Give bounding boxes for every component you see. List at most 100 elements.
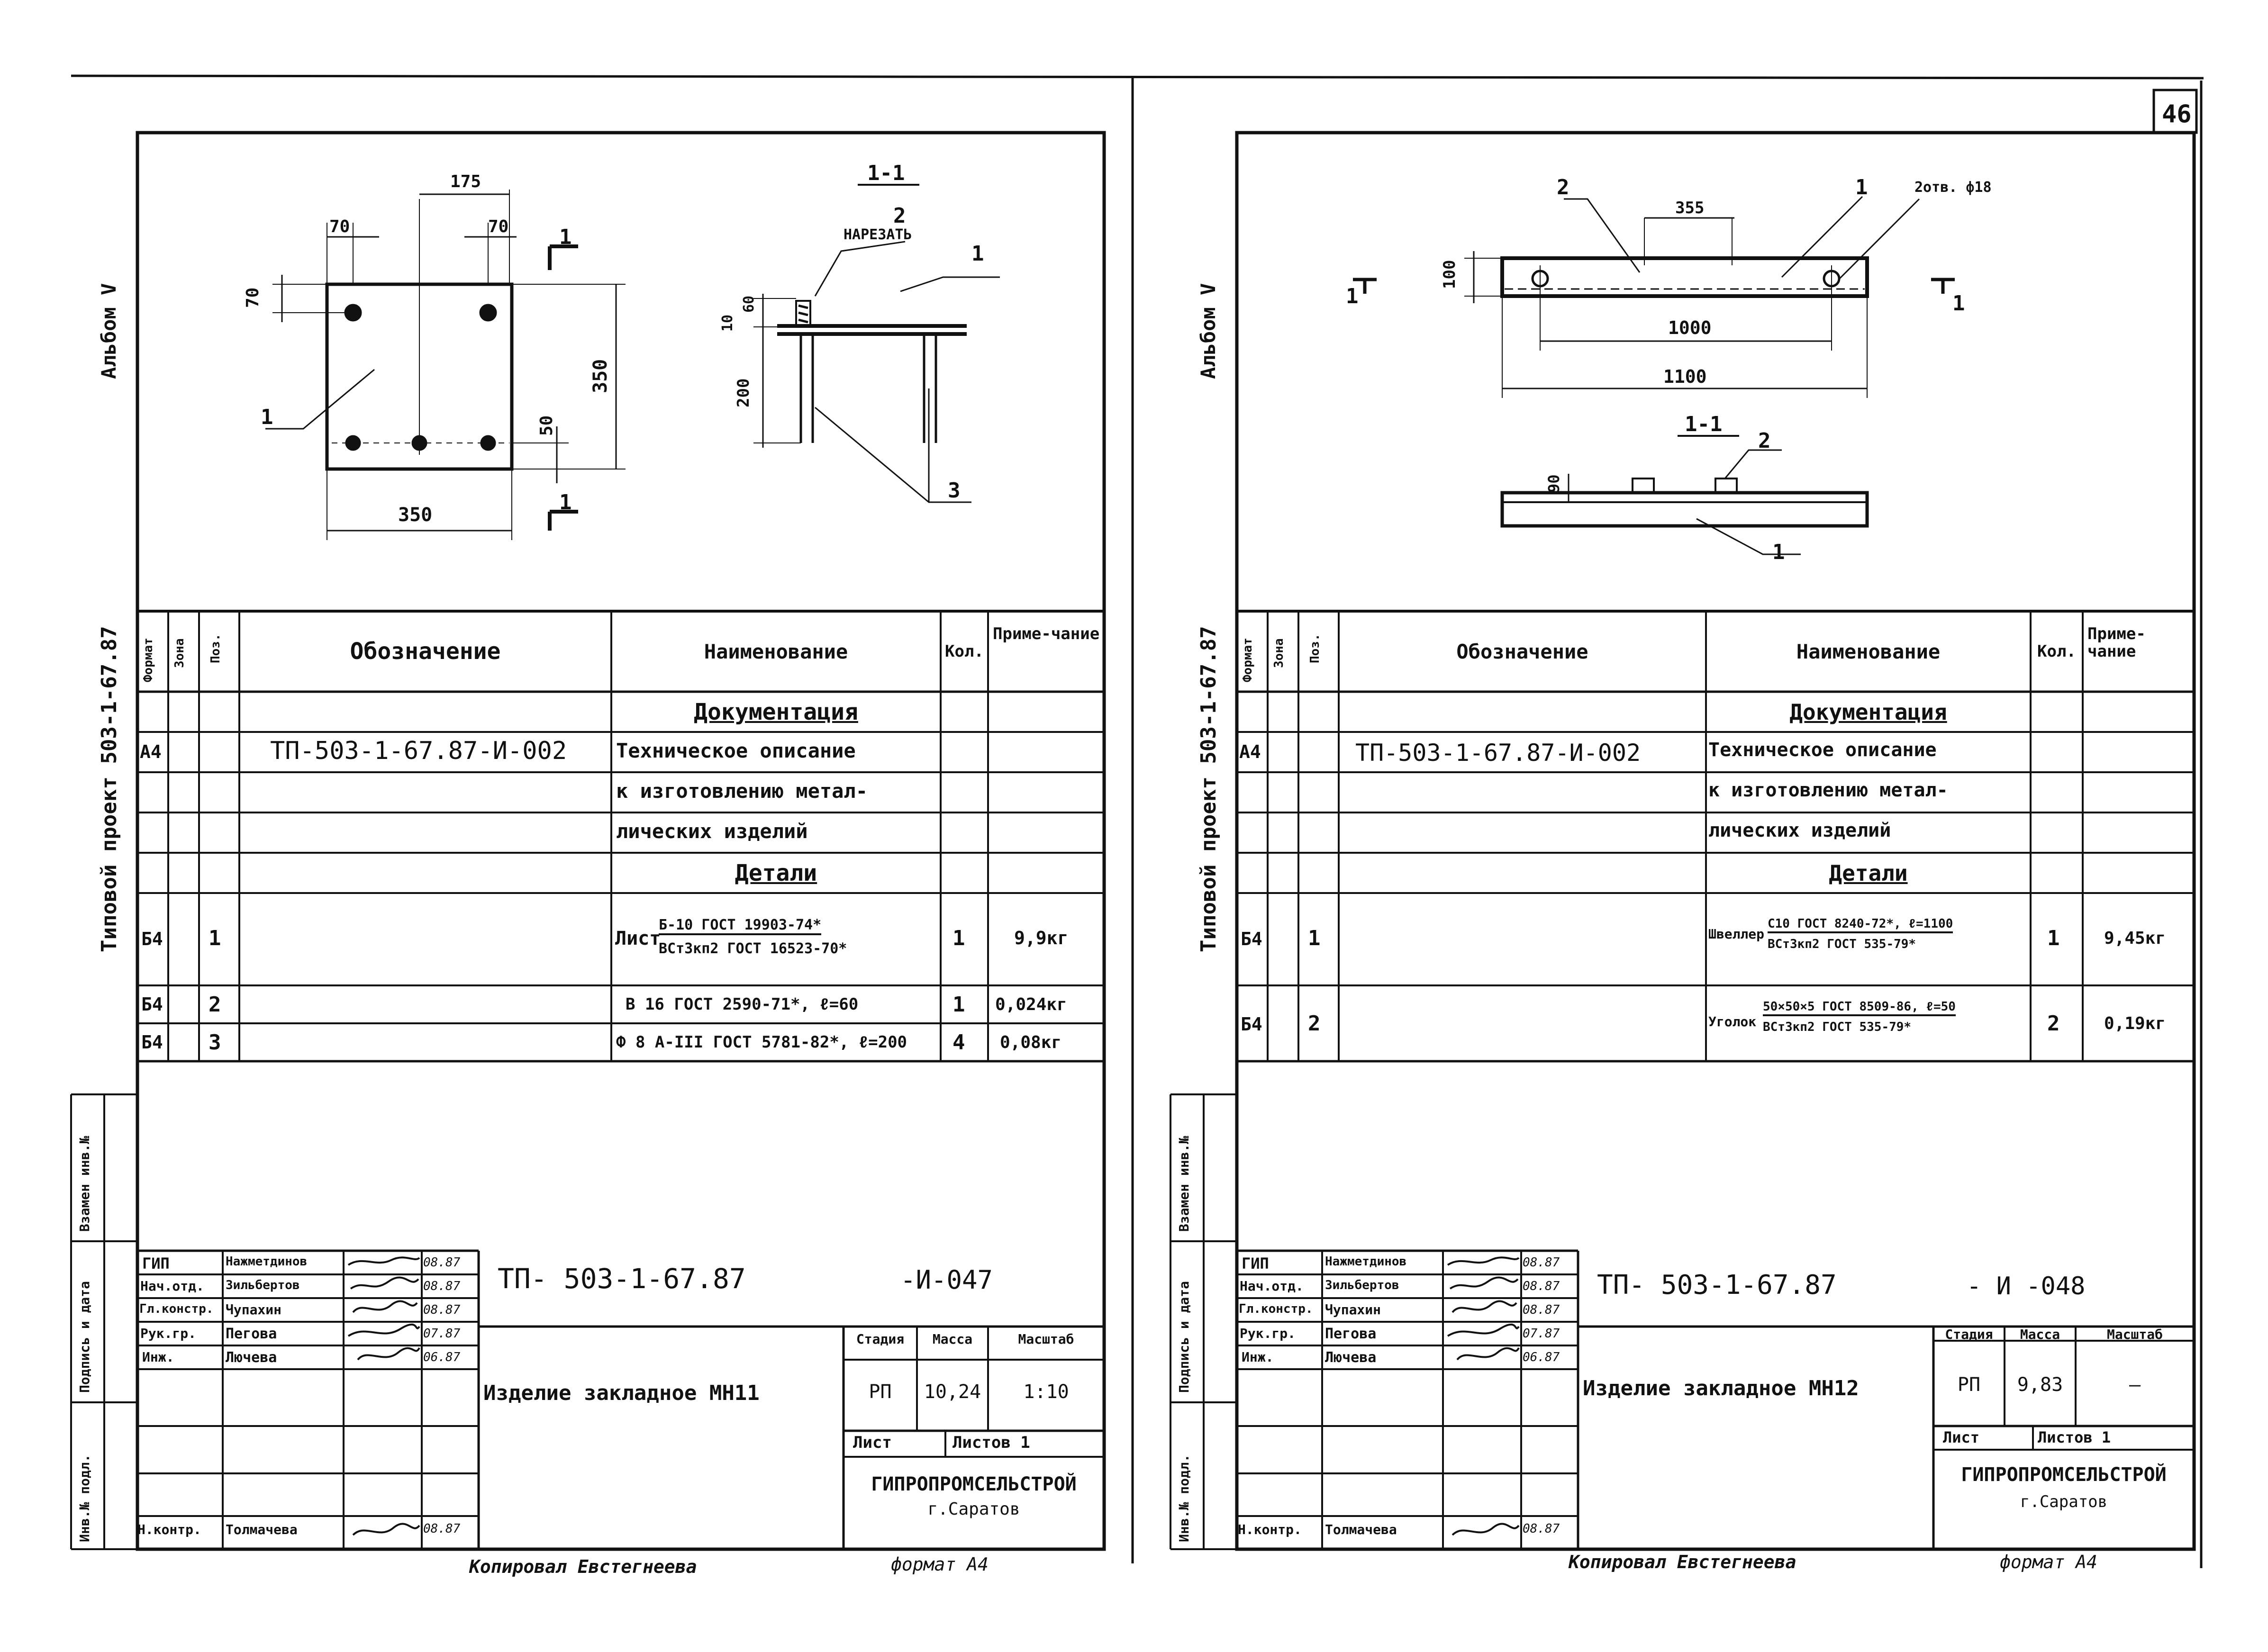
header-qty: Кол. xyxy=(945,642,984,661)
doc-code: ТП- 503-1-67.87 xyxy=(498,1263,746,1295)
signature-scribbles xyxy=(1447,1256,1520,1536)
row1-format: Б4 xyxy=(141,929,163,949)
stamp-replace-inv: Взамен инв.№ xyxy=(1176,1136,1192,1232)
name-2: Зильбертов xyxy=(1325,1278,1399,1292)
org-name: ГИПРОПРОМСЕЛЬСТРОЙ xyxy=(1961,1464,2167,1486)
row2-pos: 2 xyxy=(1308,1011,1321,1036)
dim-70-left: 70 xyxy=(329,217,350,236)
date-1: 08.87 xyxy=(423,1255,461,1270)
left-drawing-labels: 175 70 70 70 350 350 50 10 60 200 1 2 1 … xyxy=(243,161,984,526)
header-name: Наименование xyxy=(704,640,848,663)
doc-format: А4 xyxy=(1239,741,1261,762)
scale-value: 1:10 xyxy=(1023,1381,1069,1403)
row2-name-bottom: ВСт3кп2 ГОСТ 535-79* xyxy=(1763,1020,1912,1034)
name-1: Нажметдинов xyxy=(226,1255,308,1269)
row2-qty: 1 xyxy=(953,993,965,1017)
role-chief-designer: Гл.констр. xyxy=(139,1302,214,1316)
header-stage: Стадия xyxy=(1945,1327,1993,1342)
role-group-lead: Рук.гр. xyxy=(140,1326,197,1341)
item-title: Изделие закладное МН11 xyxy=(483,1381,760,1405)
callout-1b: 1 xyxy=(1772,540,1785,564)
callout-2: 2 xyxy=(893,204,906,228)
doc-name-line3: лических изделий xyxy=(1708,820,1891,841)
dim-60: 60 xyxy=(741,296,757,313)
sheet-number: 46 xyxy=(2162,100,2192,128)
sheets-label: Листов 1 xyxy=(2038,1428,2111,1446)
section-title: 1-1 xyxy=(867,161,905,185)
header-scale: Масштаб xyxy=(1018,1331,1074,1347)
name-norm-control: Толмачева xyxy=(226,1522,298,1537)
name-2: Зильбертов xyxy=(226,1278,300,1292)
dim-1000: 1000 xyxy=(1668,317,1712,338)
stamp-replace-inv: Взамен инв.№ xyxy=(77,1136,92,1232)
org-name: ГИПРОПРОМСЕЛЬСТРОЙ xyxy=(871,1473,1077,1495)
section-mark-left: 1 xyxy=(1346,284,1359,308)
dim-10: 10 xyxy=(719,315,736,332)
format-label: формат А4 xyxy=(891,1554,989,1575)
doc-name-line3: лических изделий xyxy=(616,820,808,843)
role-norm-control: Н.контр. xyxy=(137,1522,201,1537)
header-name: Наименование xyxy=(1796,640,1941,663)
row2-note: 0,19кг xyxy=(2104,1014,2166,1033)
header-scale: Масштаб xyxy=(2106,1327,2163,1342)
org-city: г.Саратов xyxy=(927,1499,1020,1519)
dim-70-vertical: 70 xyxy=(243,288,263,308)
row1-pos: 1 xyxy=(209,926,221,950)
row1-qty: 1 xyxy=(953,926,965,950)
mass-value: 9,83 xyxy=(2017,1374,2063,1396)
row2-name-prefix: Уголок xyxy=(1708,1014,1757,1029)
date-5: 06.87 xyxy=(1523,1350,1560,1364)
row3-qty: 4 xyxy=(953,1030,965,1055)
header-mass: Масса xyxy=(2020,1327,2060,1342)
header-zone: Зона xyxy=(172,638,187,668)
left-drawing xyxy=(265,184,1000,540)
row1-name-top: Б-10 ГОСТ 19903-74* xyxy=(659,917,822,935)
right-drawing xyxy=(1353,196,1955,555)
stage-value: РП xyxy=(1957,1374,1981,1396)
dim-350-vertical: 350 xyxy=(590,359,611,393)
dim-200: 200 xyxy=(734,379,753,407)
dim-100: 100 xyxy=(1440,260,1459,289)
date-4: 07.87 xyxy=(423,1327,461,1341)
row3-name: Ф 8 А-III ГОСТ 5781-82*, ℓ=200 xyxy=(616,1033,907,1052)
header-format: Формат xyxy=(1241,638,1255,682)
doc-code-suffix: -И-047 xyxy=(900,1265,993,1295)
row1-format: Б4 xyxy=(1241,929,1262,949)
header-stage: Стадия xyxy=(856,1331,905,1347)
row2-pos: 2 xyxy=(209,993,221,1017)
header-mass: Масса xyxy=(932,1331,973,1347)
row2-format: Б4 xyxy=(1241,1014,1262,1035)
section-documentation: Документация xyxy=(1789,699,1947,725)
role-group-lead: Рук.гр. xyxy=(1240,1326,1296,1341)
holes-note: 2отв. ф18 xyxy=(1914,179,1992,196)
doc-name-line2: к изготовлению метал- xyxy=(616,779,868,803)
name-norm-control: Толмачева xyxy=(1325,1522,1397,1537)
role-engineer: Инж. xyxy=(142,1349,174,1365)
stamp-sign-date: Подпись и дата xyxy=(1176,1281,1192,1393)
name-3: Чупахин xyxy=(1325,1302,1381,1318)
row2-format: Б4 xyxy=(141,994,163,1015)
item-title: Изделие закладное МН12 xyxy=(1583,1376,1859,1400)
header-format: Формат xyxy=(141,638,155,682)
header-note: Приме-чание xyxy=(993,624,1100,643)
sheet-label: Лист xyxy=(853,1433,892,1452)
row3-note: 0,08кг xyxy=(1000,1033,1062,1052)
row1-name-top: С10 ГОСТ 8240-72*, ℓ=1100 xyxy=(1768,917,1953,933)
row1-name-bottom: ВСт3кп2 ГОСТ 535-79* xyxy=(1768,937,1916,951)
section-title: 1-1 xyxy=(1685,412,1722,436)
header-pos: Поз. xyxy=(1308,633,1322,663)
sheets-label: Листов 1 xyxy=(953,1433,1030,1452)
dim-175: 175 xyxy=(450,172,481,191)
mass-value: 10,24 xyxy=(924,1381,981,1403)
doc-format: А4 xyxy=(140,741,162,762)
name-3: Чупахин xyxy=(226,1302,282,1318)
header-designation: Обозначение xyxy=(350,638,501,665)
stamp-inv-orig: Инв.№ подл. xyxy=(77,1454,92,1542)
role-norm-control: Н.контр. xyxy=(1238,1522,1302,1537)
doc-designation: ТП-503-1-67.87-И-002 xyxy=(270,737,567,765)
date-2: 08.87 xyxy=(1523,1279,1560,1293)
format-label: формат А4 xyxy=(2000,1552,2097,1572)
callout-2: 2 xyxy=(1557,175,1569,199)
header-designation: Обозначение xyxy=(1456,640,1588,663)
row1-qty: 1 xyxy=(2047,926,2060,950)
